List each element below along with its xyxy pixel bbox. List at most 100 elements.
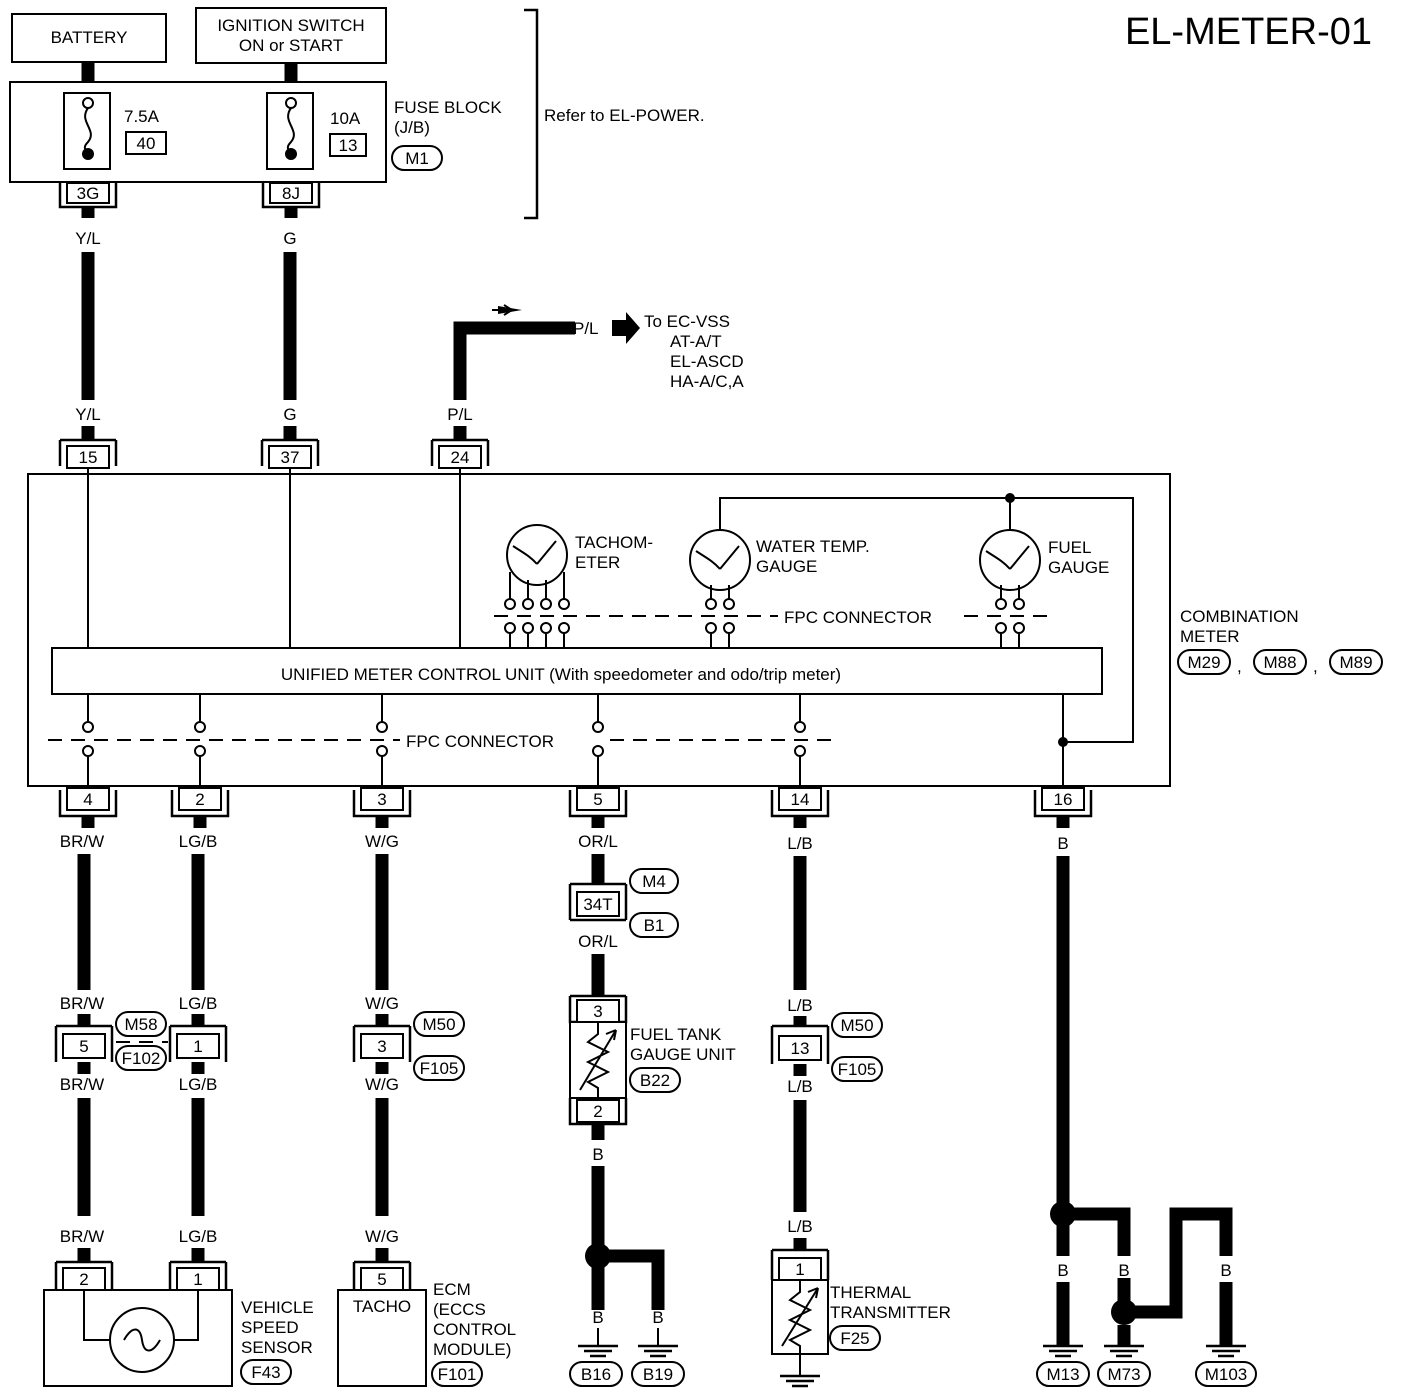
wire-label-lgb-1: LG/B bbox=[179, 832, 218, 851]
fuse-2-number: 13 bbox=[339, 136, 358, 155]
ecm-label-line2: (ECCS bbox=[433, 1300, 486, 1319]
meter-pin-16: 16 bbox=[1033, 787, 1093, 818]
meter-pin-15: 15 bbox=[58, 438, 118, 469]
vss-destination-2: AT-A/T bbox=[670, 332, 722, 351]
wire-label-b-fuel: B bbox=[592, 1145, 603, 1164]
connector-f105-label-1: F105 bbox=[420, 1059, 459, 1078]
wire-label-pl-branch: P/L bbox=[573, 319, 599, 338]
wire-label-b-b19: B bbox=[652, 1308, 663, 1327]
connector-m4-b1-34t: 34T bbox=[568, 882, 628, 922]
ecm-tacho-terminal: 5 TACHO bbox=[337, 1260, 427, 1387]
ecm-label-line1: ECM bbox=[433, 1280, 471, 1299]
wire-label-g-top: G bbox=[283, 229, 296, 248]
splice-dot-ground-1 bbox=[1050, 1201, 1076, 1227]
ground-b16: B16 bbox=[581, 1365, 611, 1384]
meter-connector-m89: M89 bbox=[1339, 653, 1372, 672]
fuse-block-connector: M1 bbox=[405, 149, 429, 168]
svg-text:13: 13 bbox=[791, 1039, 810, 1058]
svg-text:1: 1 bbox=[193, 1037, 202, 1056]
wire-label-b-m103: B bbox=[1220, 1261, 1231, 1280]
wire-label-orl-2: OR/L bbox=[578, 932, 618, 951]
wire-label-lgb-2: LG/B bbox=[179, 994, 218, 1013]
svg-text:16: 16 bbox=[1054, 790, 1073, 809]
tacho-label: TACHO bbox=[353, 1297, 411, 1316]
svg-text:24: 24 bbox=[451, 448, 470, 467]
water-temp-label-line2: GAUGE bbox=[756, 557, 817, 576]
svg-text:3: 3 bbox=[377, 790, 386, 809]
meter-pin-2: 2 bbox=[170, 787, 230, 818]
thermal-label-line2: TRANSMITTER bbox=[830, 1303, 951, 1322]
ground-icon bbox=[1043, 1344, 1246, 1358]
ground-m73: M73 bbox=[1107, 1365, 1140, 1384]
combination-meter-label-line1: COMBINATION bbox=[1180, 607, 1299, 626]
wire-label-lgb-4: LG/B bbox=[179, 1227, 218, 1246]
ecm-label-line4: MODULE) bbox=[433, 1340, 511, 1359]
connector-m50-pin-3: 3 bbox=[352, 1024, 412, 1062]
svg-text:3G: 3G bbox=[77, 184, 100, 203]
ground-icon bbox=[780, 1374, 820, 1388]
svg-text:2: 2 bbox=[195, 790, 204, 809]
wire-label-wg-2: W/G bbox=[365, 994, 399, 1013]
wire-label-b-m73: B bbox=[1118, 1261, 1129, 1280]
fuel-gauge bbox=[979, 529, 1041, 648]
wire-label-b-b16: B bbox=[592, 1308, 603, 1327]
connector-m58-label: M58 bbox=[124, 1015, 157, 1034]
svg-text:15: 15 bbox=[79, 448, 98, 467]
svg-text:8J: 8J bbox=[282, 184, 300, 203]
svg-text:5: 5 bbox=[79, 1037, 88, 1056]
svg-text:1: 1 bbox=[795, 1260, 804, 1279]
vss-label-line3: SENSOR bbox=[241, 1338, 313, 1357]
ground-m13: M13 bbox=[1046, 1365, 1079, 1384]
wire-label-b-main: B bbox=[1057, 834, 1068, 853]
wire-label-yl-top: Y/L bbox=[75, 229, 101, 248]
fuse-1-amp: 7.5A bbox=[124, 107, 160, 126]
wire-label-g-bottom: G bbox=[283, 405, 296, 424]
upper-wires bbox=[81, 252, 297, 400]
arrow-icon bbox=[612, 312, 640, 344]
upper-fpc-connector-label: FPC CONNECTOR bbox=[784, 608, 932, 627]
power-feed-wires bbox=[81, 62, 298, 84]
svg-text:2: 2 bbox=[593, 1102, 602, 1121]
splice-dot-ground-2 bbox=[1111, 1299, 1137, 1325]
connector-m50-label-2: M50 bbox=[840, 1016, 873, 1035]
wire-label-orl-1: OR/L bbox=[578, 832, 618, 851]
fuel-tank-label-line2: GAUGE UNIT bbox=[630, 1045, 736, 1064]
thermal-label-line1: THERMAL bbox=[830, 1283, 911, 1302]
wire-label-lgb-3: LG/B bbox=[179, 1075, 218, 1094]
wire-label-brw-4: BR/W bbox=[60, 1227, 104, 1246]
meter-pin-24: 24 bbox=[430, 438, 490, 469]
vss-destination-1: To EC-VSS bbox=[644, 312, 730, 331]
combination-meter-label-line2: METER bbox=[1180, 627, 1240, 646]
vss-label-line1: VEHICLE bbox=[241, 1298, 314, 1317]
wire-label-lb-4: L/B bbox=[787, 1217, 813, 1236]
fuse-2-amp: 10A bbox=[330, 109, 361, 128]
wire-label-pl: P/L bbox=[447, 405, 473, 424]
unified-meter-control-unit-label: UNIFIED METER CONTROL UNIT (With speedom… bbox=[281, 665, 841, 684]
wire-label-yl-bottom: Y/L bbox=[75, 405, 101, 424]
meter-pin-5: 5 bbox=[568, 787, 628, 818]
fuel-gauge-label-line2: GAUGE bbox=[1048, 558, 1109, 577]
thermal-transmitter: 1 bbox=[770, 1248, 830, 1388]
connector-m50-label-1: M50 bbox=[422, 1015, 455, 1034]
svg-text:3: 3 bbox=[377, 1037, 386, 1056]
ignition-label-line2: ON or START bbox=[239, 36, 343, 55]
wire-label-lb-1: L/B bbox=[787, 834, 813, 853]
terminal-3g: 3G bbox=[58, 182, 118, 209]
connector-m58-pin-1: 1 bbox=[168, 1024, 228, 1062]
svg-text:2: 2 bbox=[79, 1270, 88, 1289]
svg-text:4: 4 bbox=[83, 790, 92, 809]
battery-label: BATTERY bbox=[51, 28, 128, 47]
ignition-label-line1: IGNITION SWITCH bbox=[217, 16, 364, 35]
wire-label-wg-1: W/G bbox=[365, 832, 399, 851]
connector-m58-pin-5: 5 bbox=[54, 1024, 114, 1062]
vss-connector-f43: F43 bbox=[251, 1363, 280, 1382]
svg-text:37: 37 bbox=[281, 448, 300, 467]
sine-wave-icon bbox=[123, 1328, 161, 1352]
wire-label-brw-3: BR/W bbox=[60, 1075, 104, 1094]
power-bracket bbox=[524, 8, 539, 220]
connector-m4-label: M4 bbox=[642, 872, 666, 891]
fuse-block-label-line2: (J/B) bbox=[394, 118, 430, 137]
meter-connector-comma-2: , bbox=[1313, 657, 1318, 676]
diagram-title: EL-METER-01 bbox=[1125, 11, 1372, 53]
